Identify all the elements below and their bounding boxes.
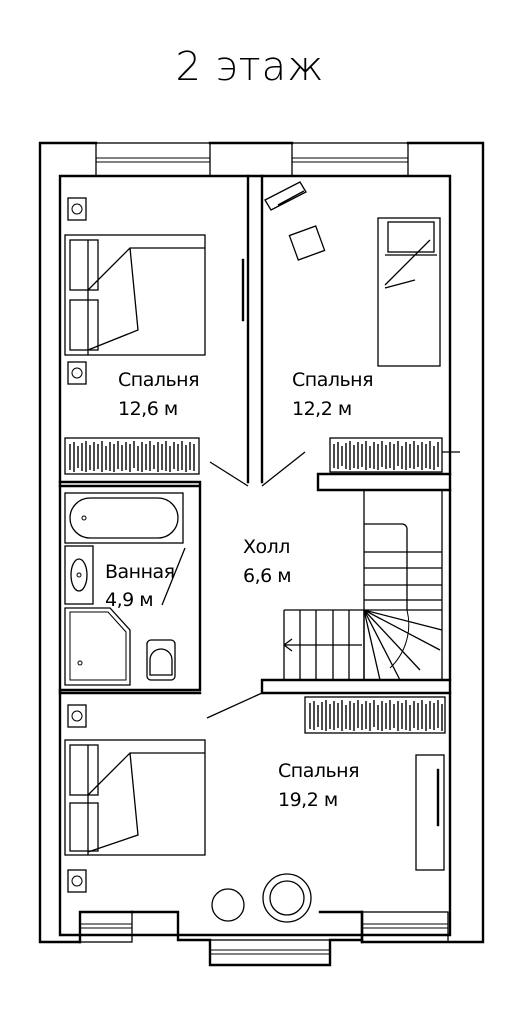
bedroom-3-furniture xyxy=(64,704,445,923)
wardrobes xyxy=(64,437,446,734)
floor-title: 2 этаж xyxy=(176,44,325,90)
room-name: Спальня xyxy=(292,369,373,391)
room-label-bedroom-2: Спальня 12,2 м xyxy=(292,369,374,420)
interior-walls xyxy=(58,174,452,695)
bedroom-1-furniture xyxy=(64,197,245,385)
room-area: 12,2 м xyxy=(292,398,352,420)
room-area: 4,9 м xyxy=(105,589,153,611)
staircase xyxy=(283,490,443,681)
doors xyxy=(161,451,460,719)
room-name: Ванная xyxy=(105,561,175,583)
room-area: 6,6 м xyxy=(243,565,291,587)
bedroom-2-furniture xyxy=(264,181,441,367)
windows xyxy=(79,142,449,966)
room-label-bedroom-3: Спальня 19,2 м xyxy=(278,760,360,811)
bathroom-fixtures xyxy=(64,492,184,686)
room-area: 19,2 м xyxy=(278,789,338,811)
room-area: 12,6 м xyxy=(118,398,178,420)
room-name: Спальня xyxy=(118,369,199,391)
room-name: Спальня xyxy=(278,760,359,782)
room-label-bathroom: Ванная 4,9 м xyxy=(105,561,175,611)
room-label-hall: Холл 6,6 м xyxy=(243,536,292,587)
room-label-bedroom-1: Спальня 12,6 м xyxy=(118,369,200,420)
room-name: Холл xyxy=(243,536,290,558)
